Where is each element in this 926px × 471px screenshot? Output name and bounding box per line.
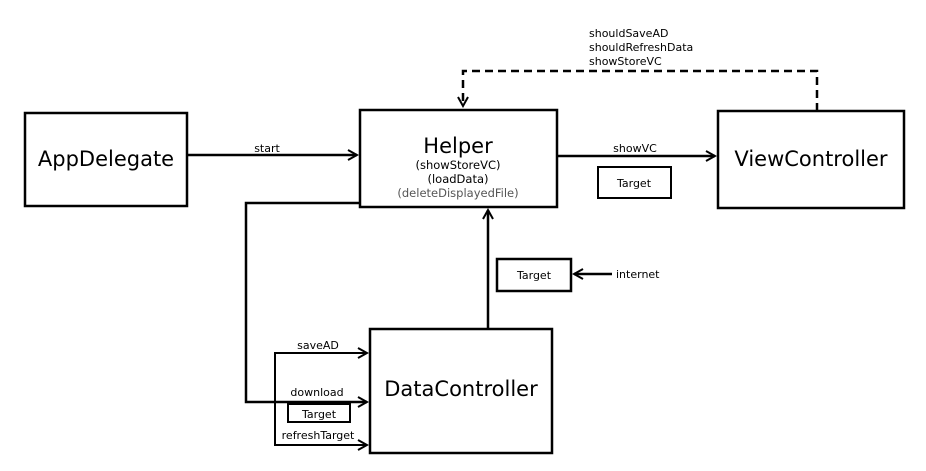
- view-controller-node: ViewController: [716, 109, 906, 210]
- edge-internet-label: internet: [616, 268, 660, 281]
- data-controller-node: DataController: [368, 327, 554, 455]
- helper-label: Helper: [423, 134, 493, 158]
- edge-start-label: start: [254, 142, 280, 155]
- edge-refresh-target: refreshTarget: [274, 402, 367, 445]
- callback-label-should-save-ad: shouldSaveAD: [589, 27, 668, 40]
- internet-target-box: Target: [516, 269, 552, 282]
- app-delegate-node: AppDelegate: [23, 111, 189, 208]
- edge-show-vc-label: showVC: [613, 142, 657, 155]
- edge-download-label: download: [290, 386, 343, 399]
- callback-label-show-store-vc: showStoreVC: [589, 55, 662, 68]
- show-vc-target-box: Target: [616, 177, 652, 190]
- edge-callbacks: shouldSaveAD shouldRefreshData showStore…: [463, 27, 819, 111]
- download-target-box: Target: [301, 408, 337, 421]
- edge-show-vc: showVC Target: [557, 142, 715, 199]
- helper-method-load-data: (loadData): [427, 172, 488, 186]
- edge-internet: Target internet: [495, 257, 660, 293]
- helper-node: Helper (showStoreVC) (loadData) (deleteD…: [358, 108, 559, 209]
- helper-method-show-store-vc: (showStoreVC): [416, 158, 501, 172]
- edge-helper-download: [244, 201, 367, 402]
- edge-start: start: [187, 142, 357, 155]
- app-delegate-label: AppDelegate: [38, 147, 174, 171]
- edge-save-ad-label: saveAD: [297, 339, 339, 352]
- edge-save-ad: saveAD: [274, 339, 367, 402]
- edge-download-label-group: download Target: [287, 386, 351, 423]
- edge-refresh-target-label: refreshTarget: [282, 429, 355, 442]
- helper-method-delete-displayed-file: (deleteDisplayedFile): [397, 186, 518, 200]
- data-controller-label: DataController: [384, 377, 538, 401]
- callback-label-should-refresh-data: shouldRefreshData: [589, 41, 693, 54]
- view-controller-label: ViewController: [734, 147, 887, 171]
